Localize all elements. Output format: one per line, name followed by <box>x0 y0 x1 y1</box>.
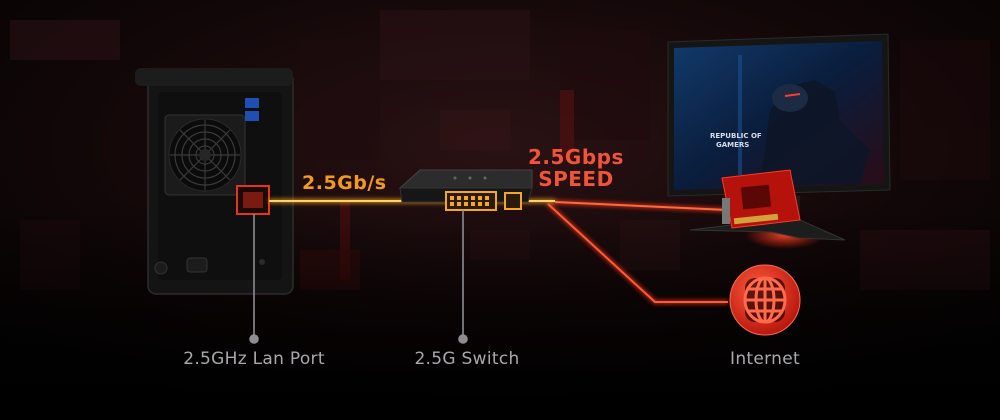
internet-caption: Internet <box>730 349 800 369</box>
network-card-icon <box>722 170 800 228</box>
nas-port-caption: 2.5GHz Lan Port <box>183 349 325 369</box>
speed-label: 2.5Gbps SPEED <box>528 146 624 190</box>
monitor-brand-line1: REPUBLIC OF <box>710 132 762 140</box>
speed-label-line1: 2.5Gbps <box>528 146 624 168</box>
speed-label-line2: SPEED <box>528 168 624 190</box>
lan-speed-label: 2.5Gb/s <box>302 172 387 194</box>
nas-device-icon <box>135 68 293 294</box>
switch-caption: 2.5G Switch <box>414 349 519 369</box>
monitor-brand-line2: GAMERS <box>716 141 749 149</box>
globe-icon <box>730 265 800 335</box>
